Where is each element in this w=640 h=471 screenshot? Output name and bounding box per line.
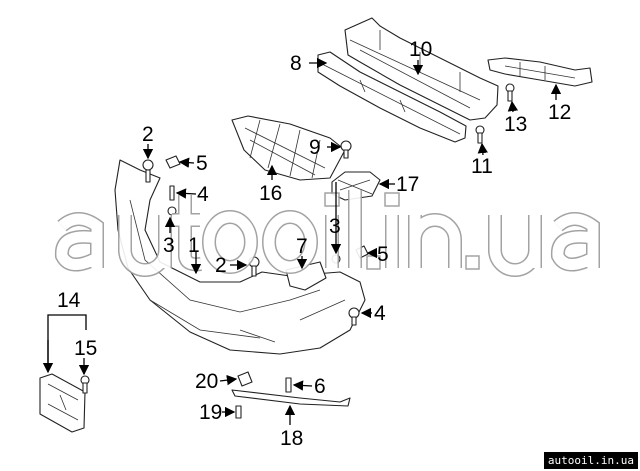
footer-watermark: autooil.in.ua — [543, 452, 638, 469]
callout-16: 16 — [259, 182, 282, 205]
callout-6: 6 — [314, 375, 326, 398]
callout-5: 5 — [377, 243, 389, 266]
callout-15: 15 — [74, 337, 97, 360]
callout-13: 13 — [504, 113, 527, 136]
callout-17: 17 — [396, 173, 419, 196]
callout-18: 18 — [280, 427, 303, 450]
callout-3: 3 — [163, 234, 175, 257]
callout-2: 2 — [142, 123, 154, 146]
callout-7: 7 — [296, 235, 308, 258]
callout-3: 3 — [329, 215, 341, 238]
callout-14: 14 — [57, 289, 81, 312]
leader-lines — [42, 57, 562, 425]
lower-grille — [231, 115, 346, 181]
callout-9: 9 — [309, 136, 321, 159]
callout-4: 4 — [374, 302, 386, 325]
callout-8: 8 — [290, 52, 302, 75]
callout-labels: 2 5 4 10 8 12 13 9 11 16 17 3 3 1 2 7 5 … — [57, 38, 571, 450]
watermark-graphic — [54, 190, 600, 277]
callout-4: 4 — [197, 183, 209, 206]
callout-1: 1 — [188, 234, 200, 257]
side-bracket — [487, 57, 593, 87]
callout-11: 11 — [471, 155, 493, 178]
bumper-cover — [114, 159, 366, 355]
callout-19: 19 — [199, 401, 222, 424]
bumper-strip — [231, 389, 351, 407]
energy-absorber — [317, 51, 467, 143]
callout-12: 12 — [548, 101, 571, 124]
callout-20: 20 — [195, 370, 218, 393]
fasteners — [80, 83, 515, 419]
callout-2: 2 — [215, 254, 227, 277]
callout-5: 5 — [196, 152, 208, 175]
license-plate-bracket — [39, 373, 86, 433]
callout-10: 10 — [409, 38, 432, 61]
